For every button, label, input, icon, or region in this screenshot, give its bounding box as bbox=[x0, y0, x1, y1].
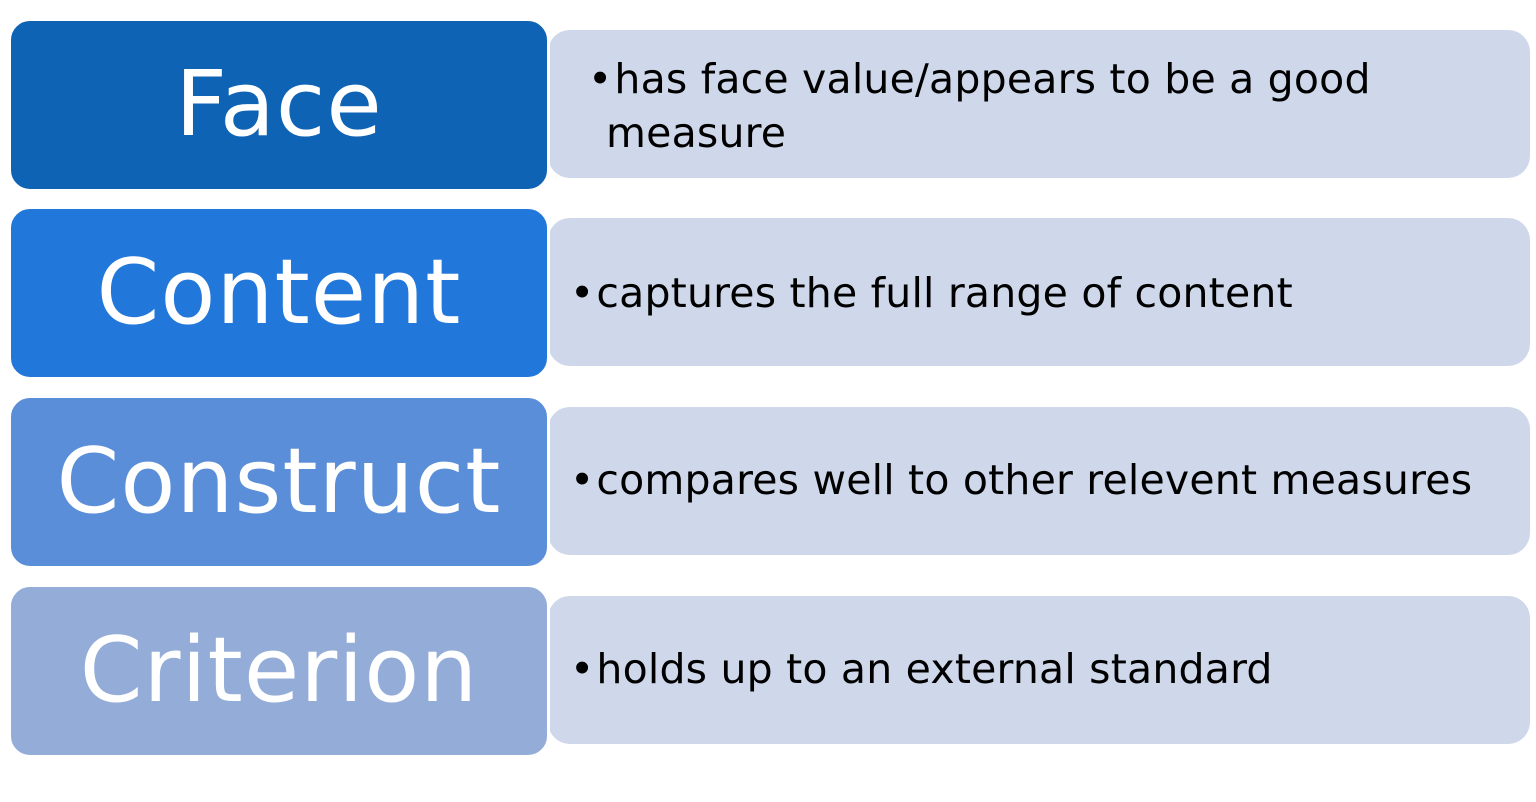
bullet-icon: • bbox=[570, 456, 595, 504]
term-box-construct: Construct bbox=[8, 395, 550, 569]
term-label-criterion: Criterion bbox=[79, 618, 479, 723]
term-box-criterion: Criterion bbox=[8, 584, 550, 758]
description-box-face: •has face value/appears to be a good mea… bbox=[548, 30, 1530, 178]
term-label-construct: Construct bbox=[56, 429, 502, 534]
description-face-line2: measure bbox=[606, 109, 787, 157]
description-face-line1: has face value/appears to be a good bbox=[614, 55, 1371, 103]
validity-row-face: •has face value/appears to be a good mea… bbox=[0, 18, 1536, 196]
description-box-criterion: •holds up to an external standard bbox=[548, 596, 1530, 744]
validity-row-criterion: •holds up to an external standard Criter… bbox=[0, 584, 1536, 762]
description-box-content: •captures the full range of content bbox=[548, 218, 1530, 366]
description-box-construct: •compares well to other relevent measure… bbox=[548, 407, 1530, 555]
term-box-content: Content bbox=[8, 206, 550, 380]
bullet-icon: • bbox=[570, 645, 595, 693]
description-content-line1: captures the full range of content bbox=[596, 269, 1293, 317]
term-label-face: Face bbox=[175, 52, 383, 157]
validity-row-content: •captures the full range of content Cont… bbox=[0, 206, 1536, 384]
term-label-content: Content bbox=[96, 240, 462, 345]
description-criterion-line1: holds up to an external standard bbox=[596, 645, 1273, 693]
term-box-face: Face bbox=[8, 18, 550, 192]
description-construct-line1: compares well to other relevent measures bbox=[596, 456, 1473, 504]
bullet-icon: • bbox=[588, 55, 613, 103]
validity-row-construct: •compares well to other relevent measure… bbox=[0, 395, 1536, 573]
bullet-icon: • bbox=[570, 269, 595, 317]
